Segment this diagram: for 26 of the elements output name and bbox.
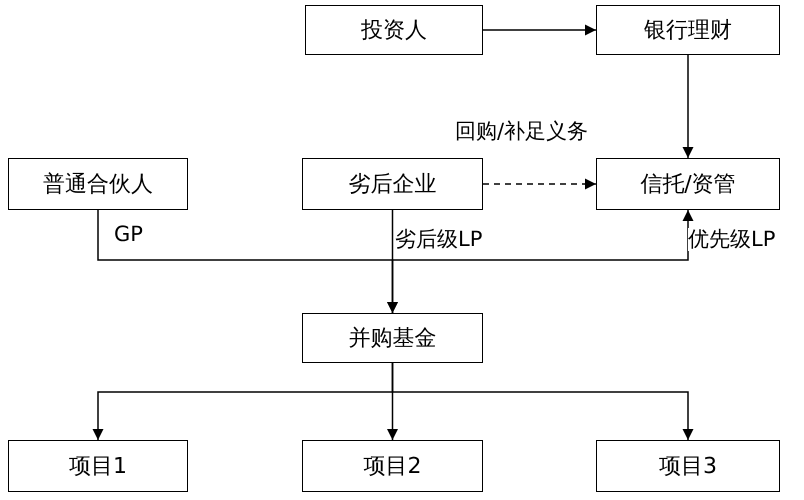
- process-box: [8, 440, 188, 492]
- node-label: 并购基金: [348, 325, 436, 353]
- node-label: 项目2: [364, 453, 422, 481]
- node-label: 投资人: [361, 17, 427, 45]
- node-label: 信托/资管: [640, 171, 736, 199]
- process-box: [596, 5, 780, 55]
- arrow: [483, 24, 596, 36]
- process-box: [8, 158, 188, 210]
- arrow: [682, 55, 694, 158]
- process-box: [302, 440, 483, 492]
- node-label: 普通合伙人: [43, 171, 153, 199]
- edge-label: 劣后级LP: [395, 228, 482, 252]
- arrow: [392, 363, 694, 440]
- edge-label: 优先级LP: [688, 228, 776, 252]
- node-label: 项目3: [659, 453, 717, 481]
- edge-label: 回购/补足义务: [455, 120, 588, 144]
- node-label: 劣后企业: [348, 171, 436, 199]
- process-box: [596, 158, 780, 210]
- node-label: 项目1: [69, 453, 127, 481]
- process-box: [302, 158, 483, 210]
- process-box: [302, 313, 483, 363]
- arrow: [483, 178, 596, 190]
- node-label: 银行理财: [644, 17, 732, 45]
- arrow: [387, 210, 694, 313]
- process-box: [596, 440, 780, 492]
- process-box: [305, 5, 483, 55]
